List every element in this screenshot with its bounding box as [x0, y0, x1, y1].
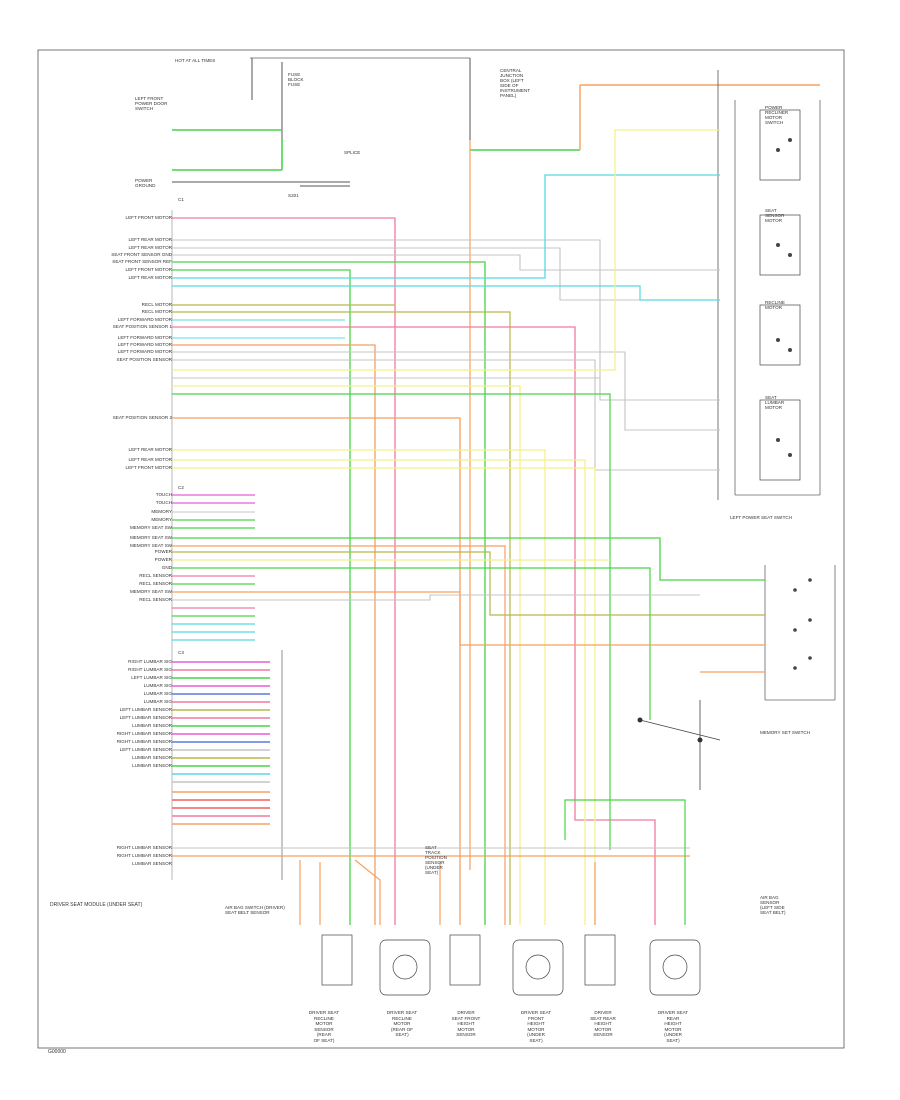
air-bag-label: AIR BAG SENSOR (LEFT SIDE SEAT BELT)	[760, 895, 786, 915]
pin-label: LUMBAR SENSOR	[132, 755, 172, 760]
pin-label: LEFT REAR MOTOR	[128, 237, 172, 242]
left-power-seat-switch	[734, 100, 821, 496]
pin-label: RECL SENSOR	[139, 597, 172, 602]
pin-label: LEFT LUMBAR SIG	[131, 675, 172, 680]
caption-recline-sensor: DRIVER SEAT RECLINE MOTOR SENSOR (REAR O…	[308, 1010, 340, 1043]
connector-c3: C3	[178, 650, 184, 655]
pin-label: LUMBAR SIG	[143, 683, 172, 688]
pin-label: LEFT LUMBAR SENSOR	[119, 747, 172, 752]
document-title: DRIVER SEAT MODULE (UNDER SEAT)	[50, 902, 143, 908]
splice-label: SPLICE	[344, 150, 361, 155]
pin-label: LEFT REAR MOTOR	[128, 245, 172, 250]
recl-motor-label: RECLINE MOTOR	[765, 300, 785, 310]
pin-label: RIGHT LUMBAR SIG	[128, 667, 172, 672]
pin-label: RECL SENSOR	[139, 573, 172, 578]
central-junction-label: CENTRAL JUNCTION BOX (LEFT SIDE OF INSTR…	[500, 68, 531, 98]
pin-label: LEFT FRONT MOTOR	[125, 215, 172, 220]
pin-label: RIGHT LUMBAR SENSOR	[116, 731, 172, 736]
connector-c1: C1	[178, 197, 184, 202]
caption-front-height-motor: DRIVER SEAT FRONT HEIGHT MOTOR (UNDER SE…	[520, 1010, 552, 1043]
pin-label: SEAT POSITION SENSOR	[116, 357, 172, 362]
pin-label: POWER	[154, 549, 172, 554]
lumbar-switch-label: LEFT POWER SEAT SWITCH	[730, 515, 793, 520]
pin-label: LUMBAR SENSOR	[132, 723, 172, 728]
hot-label: HOT AT ALL TIMES	[175, 58, 216, 63]
left-front-door-label: LEFT FRONT POWER DOOR SWITCH	[135, 96, 168, 111]
pin-label: MEMORY SEAT SW	[129, 589, 172, 594]
caption-recline-motor: DRIVER SEAT RECLINE MOTOR (REAR OF SEAT)	[386, 1010, 418, 1038]
pin-label: RIGHT LUMBAR SIG	[128, 659, 172, 664]
pin-label: TOUCH	[155, 500, 172, 505]
pin-label: SEAT POSITION SENSOR 1	[112, 324, 172, 329]
pin-label: LEFT REAR MOTOR	[128, 447, 172, 452]
pin-label: LEFT FRONT MOTOR	[125, 267, 172, 272]
ground-splice	[637, 700, 721, 790]
pin-label: LEFT LUMBAR SENSOR	[119, 707, 172, 712]
seat-track-label: SEAT TRACK POSITION SENSOR (UNDER SEAT)	[425, 845, 447, 875]
pin-label: RIGHT LUMBAR SENSOR	[116, 845, 172, 850]
pin-label: MEMORY	[151, 509, 172, 514]
pin-label: RIGHT LUMBAR SENSOR	[116, 853, 172, 858]
fuse-block-label: FUSE BLOCK FUSE	[288, 72, 304, 87]
memory-switch-label: MEMORY SET SWITCH	[760, 730, 811, 735]
seat-sensor-label: SEAT SENSOR MOTOR	[765, 208, 785, 223]
caption-front-height-sensor: DRIVER SEAT FRONT HEIGHT MOTOR SENSOR	[451, 1010, 481, 1038]
pin-label: LUMBAR SIG	[143, 699, 172, 704]
diagram-frame	[37, 49, 845, 1049]
splice-ref-label: S201	[288, 193, 299, 198]
pin-label: POWER	[154, 557, 172, 562]
pin-label: MEMORY SEAT SW	[129, 543, 172, 548]
memory-set-switch	[700, 565, 836, 701]
pin-label: LEFT FORWARD MOTOR	[117, 342, 172, 347]
pin-label: MEMORY	[151, 517, 172, 522]
connector-c2: C2	[178, 485, 184, 490]
pin-label: LEFT FRONT MOTOR	[125, 465, 172, 470]
power-ground-label: POWER GROUND	[135, 178, 156, 188]
pin-label: RECL SENSOR	[139, 581, 172, 586]
pin-label: LUMBAR SENSOR	[132, 861, 172, 866]
pin-label: SEAT POSITION SENSOR 2	[112, 415, 172, 420]
power-feed	[172, 57, 820, 870]
bottom-components	[321, 934, 701, 996]
pin-label: SEAT FRONT SENSOR GND	[111, 252, 172, 257]
pin-label: MEMORY SEAT SW	[129, 525, 172, 530]
caption-rear-height-motor: DRIVER SEAT REAR HEIGHT MOTOR (UNDER SEA…	[657, 1010, 689, 1043]
pin-label: LEFT FORWARD MOTOR	[117, 349, 172, 354]
pin-label: SEAT FRONT SENSOR REF	[112, 259, 172, 264]
pin-label: LEFT REAR MOTOR	[128, 275, 172, 280]
seat-lumbar-label: SEAT LUMBAR MOTOR	[765, 395, 785, 410]
pin-label: RECL MOTOR	[141, 309, 172, 314]
pin-label: RECL MOTOR	[141, 302, 172, 307]
pin-label: TOUCH	[155, 492, 172, 497]
air-switch-label: AIR BAG SWITCH (DRIVER) SEAT BELT SENSOR	[225, 905, 285, 915]
pin-label: LEFT FORWARD MOTOR	[117, 317, 172, 322]
harness-wires	[172, 129, 720, 925]
caption-rear-height-sensor: DRIVER SEAT REAR HEIGHT MOTOR SENSOR	[590, 1010, 616, 1038]
pin-label: RIGHT LUMBAR SENSOR	[116, 739, 172, 744]
pin-label: LEFT FORWARD MOTOR	[117, 335, 172, 340]
pin-label: MEMORY SEAT SW	[129, 535, 172, 540]
pin-label: LUMBAR SIG	[143, 691, 172, 696]
pin-label: GND	[161, 565, 172, 570]
document-code: G00000	[48, 1049, 66, 1055]
pin-label: LUMBAR SENSOR	[132, 763, 172, 768]
power-recl-label: POWER RECLINER MOTOR SWITCH	[765, 105, 789, 125]
pin-label: LEFT REAR MOTOR	[128, 457, 172, 462]
pin-label: LEFT LUMBAR SENSOR	[119, 715, 172, 720]
